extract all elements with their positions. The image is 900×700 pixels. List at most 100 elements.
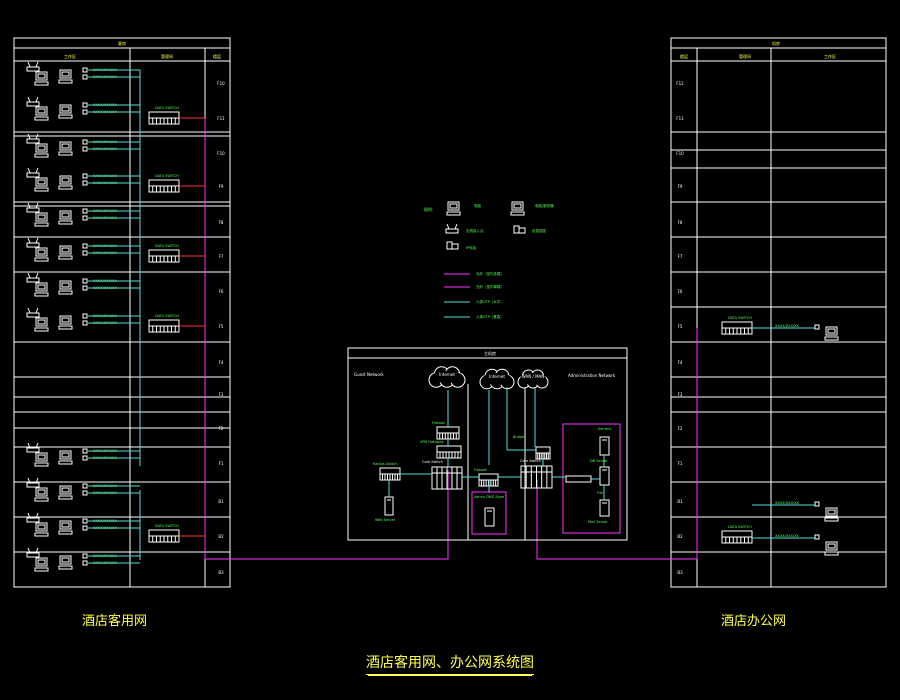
- computer-icon: [58, 555, 73, 570]
- server-icon: [384, 496, 394, 516]
- computer-icon: [34, 317, 49, 332]
- screen: [61, 522, 70, 528]
- core-switch-icon: [431, 466, 463, 490]
- device-label: Web Server: [375, 518, 396, 522]
- table-header: 机房: [772, 40, 780, 46]
- floor-label: F5: [678, 324, 683, 329]
- floor-label: F3: [219, 392, 224, 397]
- column-header: 工作区: [824, 53, 836, 59]
- wireless-ap-icon: [26, 167, 40, 178]
- computer-icon: [34, 247, 49, 262]
- server-body: [484, 507, 495, 527]
- monitor: [35, 143, 48, 153]
- device-label: Core Switch: [422, 460, 443, 464]
- switch-label: DATA SWITCH: [155, 314, 179, 318]
- screen: [61, 177, 70, 183]
- monitor: [35, 177, 48, 187]
- floor-label: F7: [219, 254, 224, 259]
- legend-label: 图例:: [424, 206, 433, 212]
- computer-icon: [58, 69, 73, 84]
- screen: [37, 284, 46, 290]
- monitor: [35, 522, 48, 532]
- floor-label: F11: [217, 116, 225, 121]
- legend-line-label: 六类UTP（水平）: [476, 299, 504, 304]
- floor-label: F11: [676, 116, 684, 121]
- ap-body: [26, 482, 40, 488]
- keyboard: [58, 79, 73, 84]
- monitor: [35, 106, 48, 116]
- screen: [37, 489, 46, 495]
- floor-switch-icon: [148, 319, 180, 333]
- ap-body: [26, 101, 40, 107]
- monitor: [35, 282, 48, 292]
- monitor: [825, 507, 838, 517]
- floor-switch-icon: [721, 321, 753, 335]
- port-label: XXXX/XXX/XX: [775, 534, 800, 538]
- guest-network-caption: 酒店客用网: [82, 614, 148, 629]
- legend-line-label: 光纤（室内多模）: [476, 271, 504, 276]
- information-outlet-icon: [82, 518, 88, 524]
- information-outlet-icon: [82, 525, 88, 531]
- legend-item: 电脑: [474, 203, 482, 208]
- legend-server-icon: [510, 201, 525, 216]
- monitor: [35, 247, 48, 257]
- keyboard: [34, 153, 49, 158]
- antenna: [27, 96, 31, 103]
- floor-label: B2: [218, 534, 224, 539]
- column-header: 管理间: [161, 53, 173, 59]
- computer-icon: [824, 507, 839, 522]
- information-outlet-icon: [82, 313, 88, 319]
- keyboard: [58, 460, 73, 465]
- screen: [827, 509, 836, 515]
- legend-item: 信息插座: [532, 228, 546, 233]
- device-label: DB Server: [590, 459, 608, 463]
- cloud-fill: [520, 373, 546, 385]
- monitor: [59, 485, 72, 495]
- screen: [61, 317, 70, 323]
- information-outlet-icon: [82, 285, 88, 291]
- floor-switch-icon: [148, 529, 180, 543]
- antenna: [35, 477, 39, 484]
- screen: [449, 203, 458, 209]
- computer-icon: [58, 450, 73, 465]
- antenna: [454, 223, 458, 230]
- screen: [61, 71, 70, 77]
- switch-label: DATA SWITCH: [155, 174, 179, 178]
- office-network-table: [670, 37, 887, 588]
- antenna: [35, 307, 39, 314]
- server-icon: [484, 507, 495, 527]
- computer-icon: [34, 212, 49, 227]
- antenna: [35, 442, 39, 449]
- wireless-ap-icon: [26, 237, 40, 248]
- network-cloud-icon: WAN / MAN: [517, 369, 549, 389]
- guest-network-table: [13, 37, 231, 588]
- information-outlet-icon: [82, 278, 88, 284]
- information-outlet-icon: [82, 67, 88, 73]
- antenna: [35, 96, 39, 103]
- cloud-fill: [482, 373, 512, 385]
- wireless-ap-icon: [445, 223, 459, 234]
- antenna: [35, 272, 39, 279]
- floor-switch-icon: [436, 445, 462, 459]
- ap-body: [26, 66, 40, 72]
- computer-icon: [58, 245, 73, 260]
- server-body: [599, 499, 610, 517]
- cloud-label: Internet: [489, 374, 505, 379]
- keyboard: [34, 532, 49, 537]
- keyboard: [58, 151, 73, 156]
- floor-label: F2: [219, 426, 224, 431]
- screen: [37, 559, 46, 565]
- column-header: 管理间: [739, 53, 751, 59]
- keyboard: [824, 517, 839, 522]
- device-label: Mail Server: [588, 520, 608, 524]
- screen: [37, 454, 46, 460]
- information-outlet-icon: [82, 146, 88, 152]
- monitor: [59, 450, 72, 460]
- device-label: Radius Switch: [373, 462, 397, 466]
- switch-label: DATA SWITCH: [155, 106, 179, 110]
- information-outlet-icon: [814, 534, 820, 540]
- information-outlet-icon: [82, 215, 88, 221]
- keyboard: [34, 327, 49, 332]
- monitor: [825, 326, 838, 336]
- server-icon: [599, 499, 610, 517]
